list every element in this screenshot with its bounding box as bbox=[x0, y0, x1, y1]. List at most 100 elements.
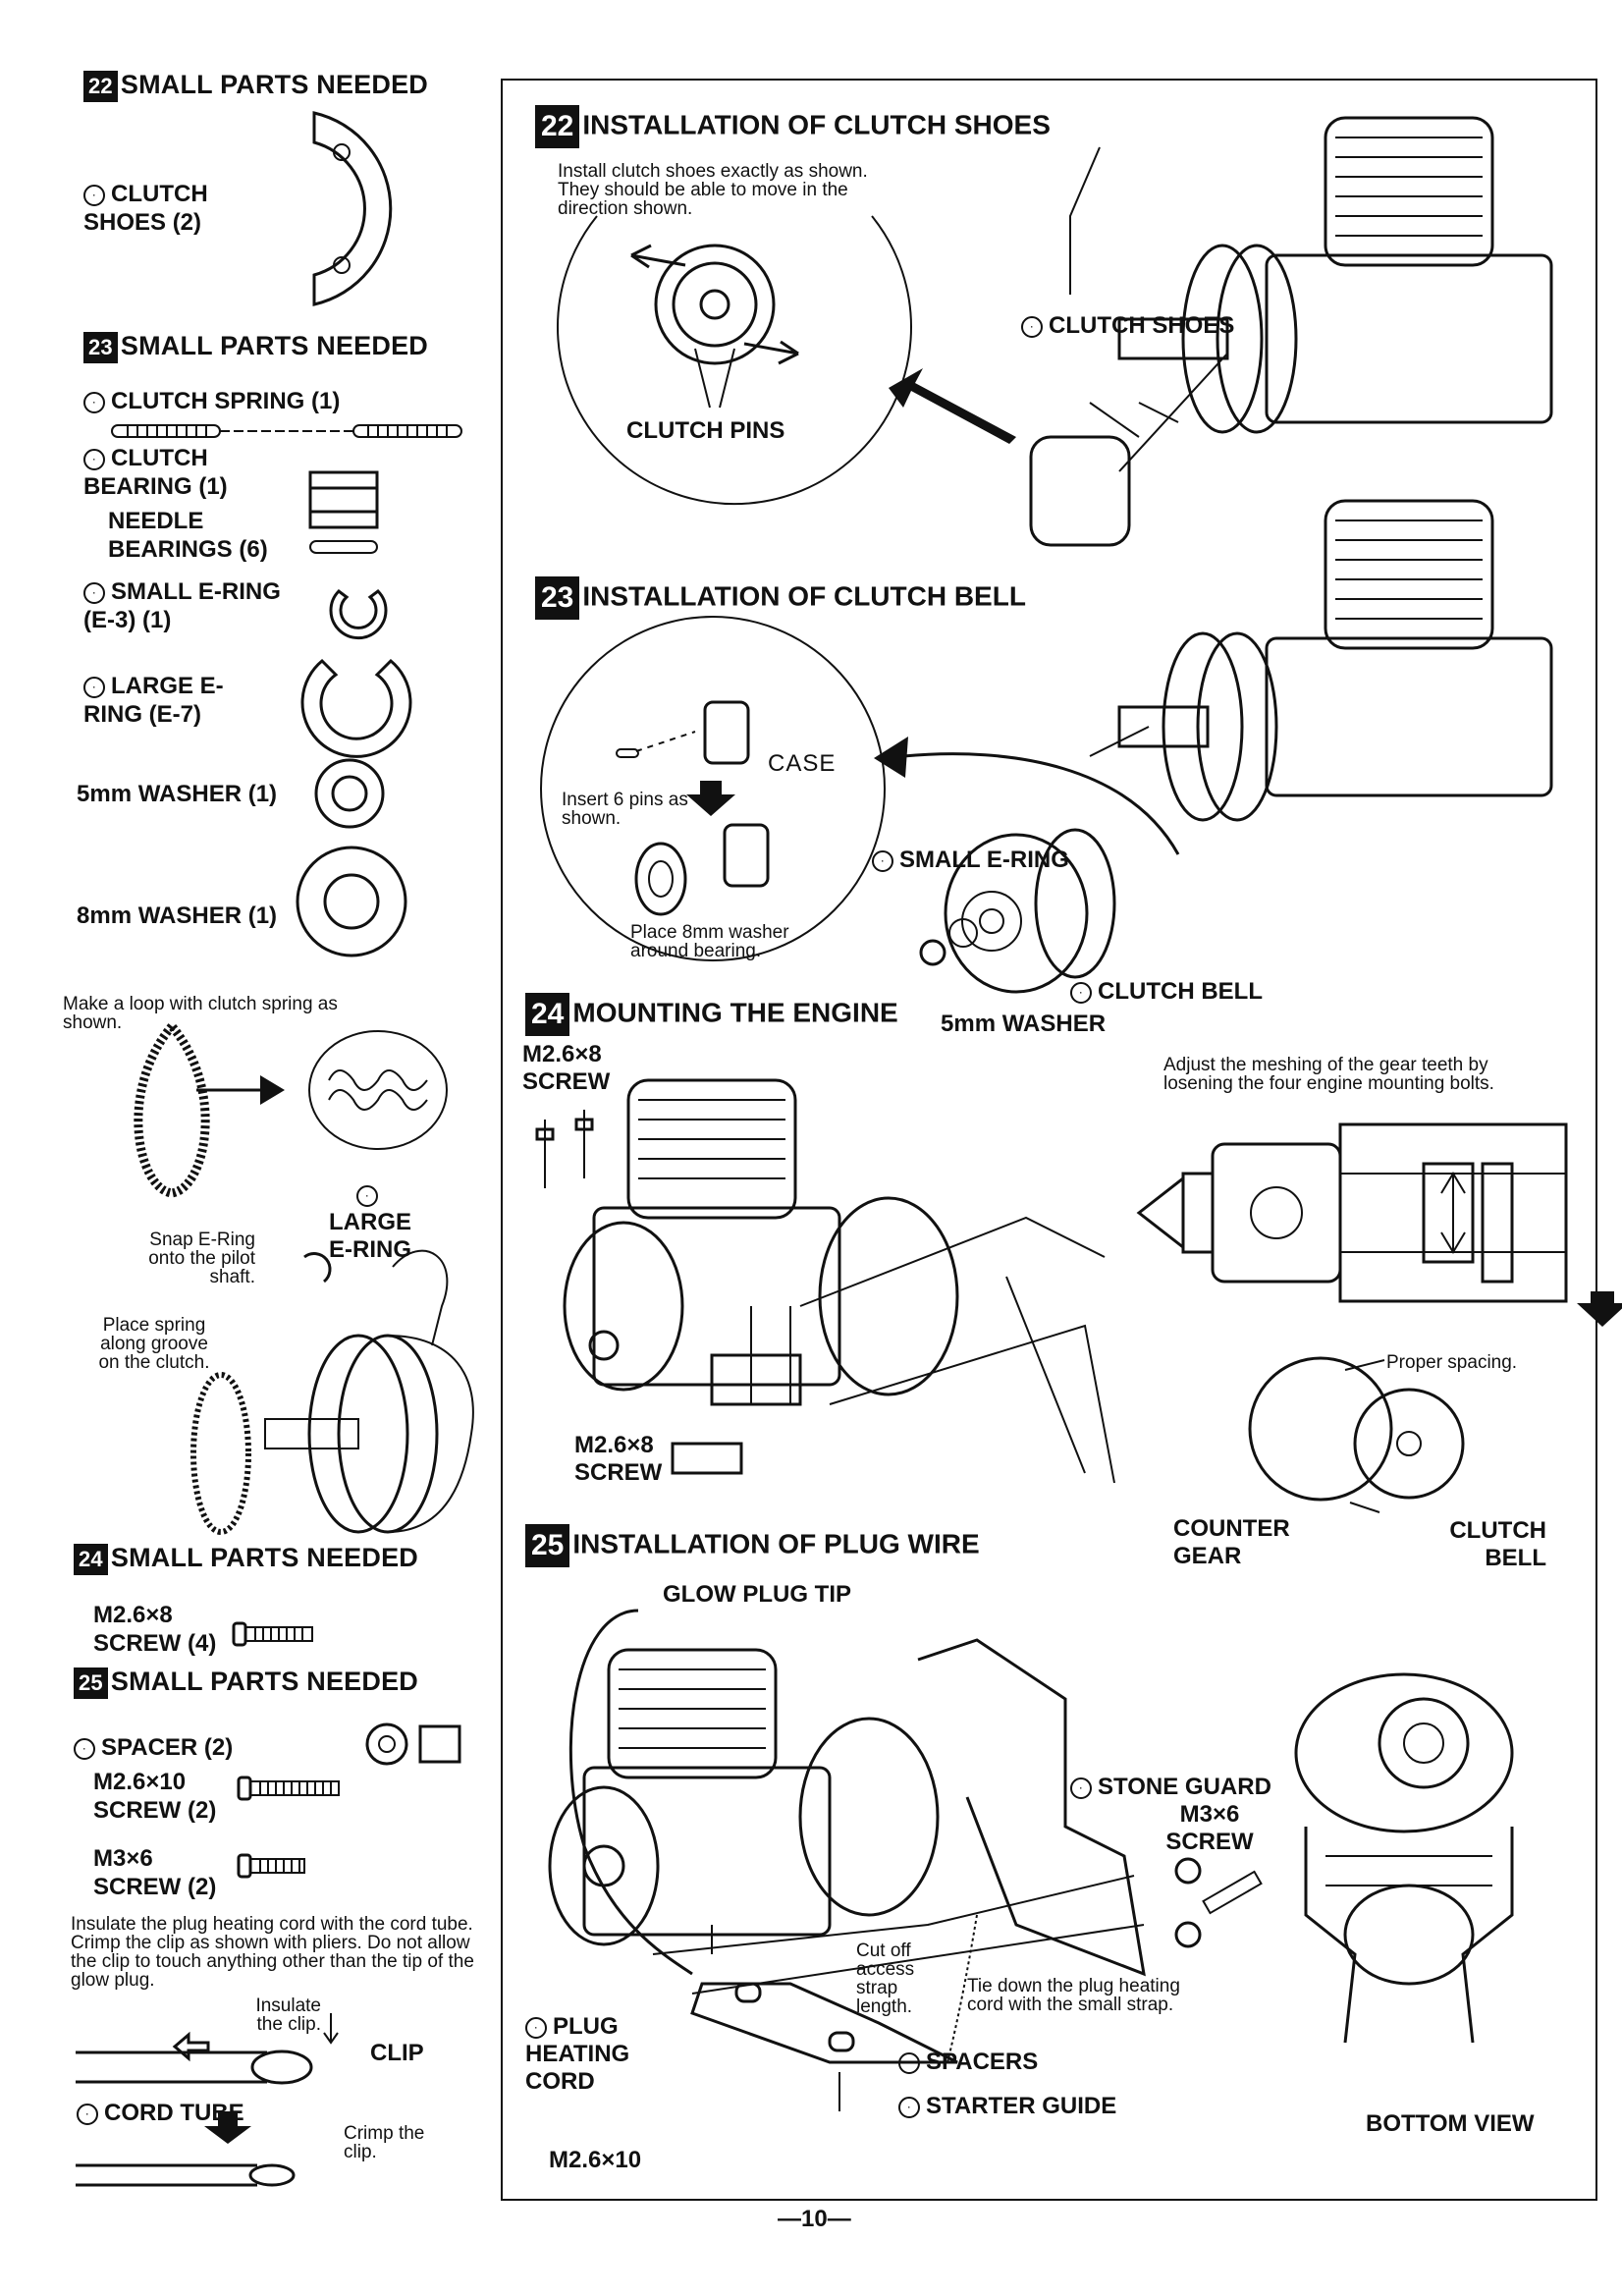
large-ering-label: ·LARGE E-RING (E-7) bbox=[83, 673, 224, 728]
engine-clutch-shoes-illustration bbox=[1029, 116, 1553, 547]
screw-icon bbox=[237, 1776, 340, 1801]
clutch-shoe-illustration bbox=[312, 111, 393, 306]
cut-off-note: Cut off access strap length. bbox=[856, 1941, 915, 2017]
clutch-spring-icon bbox=[111, 424, 462, 438]
counter-gear-label: COUNTER GEAR bbox=[1173, 1515, 1290, 1569]
clutch-bell-gear-label: CLUTCH BELL bbox=[1449, 1517, 1546, 1571]
clutch-bell-detail-circle bbox=[540, 616, 886, 961]
m26x8-screw-label: M2.6×8 SCREW (4) bbox=[93, 1602, 217, 1657]
washer5-icon bbox=[314, 758, 385, 829]
part-number-icon: · bbox=[83, 184, 105, 206]
bearing-icon bbox=[308, 470, 379, 554]
part-number-icon: · bbox=[1070, 981, 1092, 1004]
spacer-label: ·SPACER (2) bbox=[74, 1733, 233, 1762]
screw-icon bbox=[237, 1853, 305, 1879]
starter-guide-label: ·STARTER GUIDE bbox=[898, 2093, 1116, 2120]
engine-mounting-illustration bbox=[535, 1078, 1115, 1484]
large-ering-callout: ·LARGE E-RING bbox=[326, 1181, 414, 1264]
part-number-icon: · bbox=[898, 2051, 920, 2074]
step-badge: 23 bbox=[535, 576, 580, 620]
part-number-icon: · bbox=[525, 2016, 547, 2039]
tie-down-note: Tie down the plug heating cord with the … bbox=[967, 1976, 1180, 2015]
part-number-icon: · bbox=[83, 448, 105, 470]
gear-spacing-diagram bbox=[1248, 1356, 1465, 1513]
part-number-icon: · bbox=[83, 391, 105, 413]
clip-label: CLIP bbox=[370, 2040, 424, 2066]
m3x6-screw-label: M3×6 SCREW (2) bbox=[93, 1845, 217, 1900]
small-ering-label: ·SMALL E-RING (E-3) (1) bbox=[83, 578, 281, 633]
clutch-shoes-note: Install clutch shoes exactly as shown. T… bbox=[558, 161, 868, 219]
place-note: Place spring along groove on the clutch. bbox=[98, 1315, 210, 1373]
part-number-icon: · bbox=[356, 1184, 378, 1207]
washer-5mm-callout: 5mm WASHER bbox=[941, 1011, 1107, 1037]
insert-pins-note: Insert 6 pins as shown. bbox=[562, 790, 688, 829]
washer8-label: 8mm WASHER (1) bbox=[77, 902, 278, 929]
clutch-pins-label: CLUTCH PINS bbox=[626, 417, 785, 444]
clutch-assembly-illustration bbox=[190, 1249, 474, 1535]
part-number-icon: · bbox=[1070, 1777, 1092, 1799]
screw-icon bbox=[232, 1621, 313, 1647]
case-label: CASE bbox=[768, 750, 837, 777]
part-number-icon: · bbox=[83, 581, 105, 604]
clutch-shoes-label: ·CLUTCH SHOES (2) bbox=[83, 181, 208, 236]
curved-arrow bbox=[874, 737, 1180, 855]
spacer-icon bbox=[365, 1722, 461, 1766]
snap-note: Snap E-Ring onto the pilot shaft. bbox=[148, 1230, 255, 1287]
engine-clutch-bell-illustration bbox=[1089, 499, 1553, 822]
clutch-bell-exploded bbox=[919, 828, 1116, 994]
m26x10-label: M2.6×10 bbox=[549, 2147, 642, 2173]
stone-guard-label: ·STONE GUARD bbox=[1070, 1774, 1271, 1801]
spacers-label: ·SPACERS bbox=[898, 2049, 1038, 2076]
adjust-note: Adjust the meshing of the gear teeth by … bbox=[1163, 1055, 1494, 1094]
step-badge: 24 bbox=[525, 993, 570, 1036]
small-ering-icon bbox=[329, 589, 388, 640]
bottom-view-label: BOTTOM VIEW bbox=[1366, 2110, 1535, 2137]
proper-spacing-note: Proper spacing. bbox=[1386, 1352, 1518, 1373]
loop-note: Make a loop with clutch spring as shown. bbox=[63, 994, 338, 1033]
part-number-icon: · bbox=[83, 676, 105, 698]
plug-heating-cord-label: ·PLUG HEATING CORD bbox=[525, 2013, 630, 2095]
place-washer-note: Place 8mm washer around bearing. bbox=[630, 922, 789, 961]
part-number-icon: · bbox=[1021, 315, 1043, 338]
step-badge: 25 bbox=[525, 1524, 570, 1567]
direction-arrow bbox=[889, 368, 1016, 444]
gear-mesh-top-view bbox=[1136, 1122, 1622, 1327]
step-badge: 22 bbox=[83, 70, 118, 102]
clutch-spring-label: ·CLUTCH SPRING (1) bbox=[83, 387, 340, 415]
part-number-icon: · bbox=[898, 2096, 920, 2118]
large-ering-icon bbox=[300, 658, 412, 758]
step-badge: 24 bbox=[74, 1543, 108, 1575]
m3x6-screw-label: M3×6 SCREW bbox=[1165, 1801, 1254, 1855]
step-badge: 25 bbox=[74, 1667, 108, 1699]
insulate-note: Insulate the plug heating cord with the … bbox=[71, 1914, 474, 1991]
step-badge: 23 bbox=[83, 331, 118, 363]
glow-plug-tip-label: GLOW PLUG TIP bbox=[663, 1581, 851, 1608]
part-number-icon: · bbox=[74, 1737, 95, 1760]
part-number-icon: · bbox=[77, 2103, 98, 2125]
insulate-clip-note: Insulate the clip. bbox=[255, 1995, 321, 2035]
page-number: —10— bbox=[778, 2206, 851, 2232]
washer8-icon bbox=[296, 846, 407, 957]
clutch-shoes-detail-circle bbox=[557, 215, 912, 506]
cord-tube-illustration bbox=[76, 2013, 339, 2187]
washer5-label: 5mm WASHER (1) bbox=[77, 781, 278, 807]
spring-loop-illustration bbox=[134, 1019, 448, 1198]
crimp-note: Crimp the clip. bbox=[344, 2123, 425, 2162]
bottom-view-illustration bbox=[1294, 1672, 1514, 2044]
m26x10-screw-label: M2.6×10 SCREW (2) bbox=[93, 1769, 217, 1824]
clutch-shoes-callout: ·CLUTCH SHOES bbox=[1021, 312, 1234, 340]
stone-guard-screws bbox=[1174, 1857, 1263, 1948]
part-number-icon: · bbox=[872, 849, 893, 872]
m26x8-screw-top-label: M2.6×8 SCREW bbox=[522, 1041, 611, 1095]
clutch-bell-callout: ·CLUTCH BELL bbox=[1070, 978, 1263, 1006]
plug-wire-illustration bbox=[548, 1609, 1146, 2111]
m26x8-screw-bottom-label: M2.6×8 SCREW bbox=[574, 1432, 663, 1486]
